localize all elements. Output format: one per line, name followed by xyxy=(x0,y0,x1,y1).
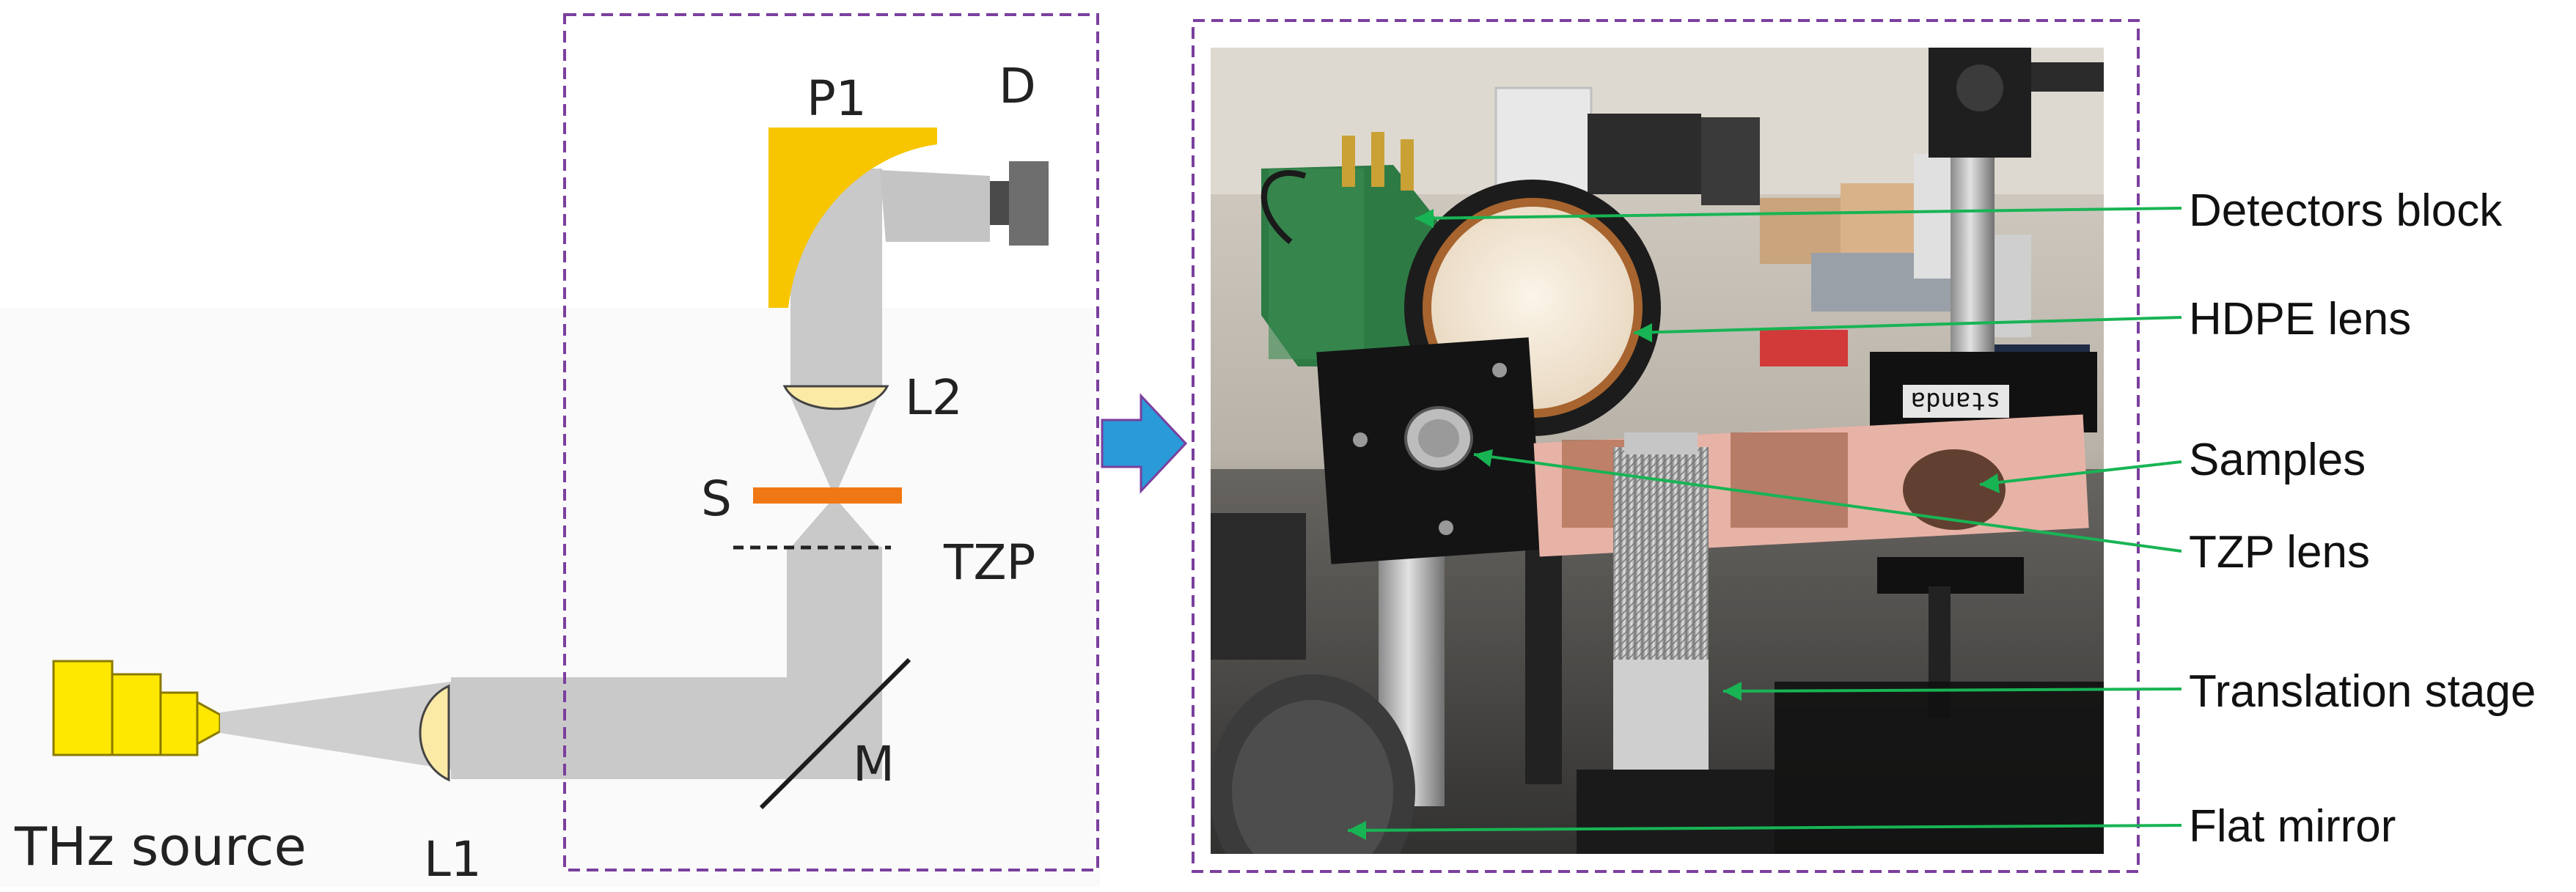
beam-vertical-up xyxy=(787,547,882,686)
lens-l1 xyxy=(419,684,450,782)
beam-collimated-horizontal xyxy=(451,677,882,779)
callout-translation-stage: Translation stage xyxy=(2189,666,2536,717)
leader-detectors-block xyxy=(1414,207,2182,220)
beam-to-detector xyxy=(880,170,990,242)
label-p1: P1 xyxy=(807,70,867,127)
label-thz-source: THz source xyxy=(14,816,307,877)
callout-detectors-block: Detectors block xyxy=(2189,185,2503,236)
leader-translation-stage xyxy=(1722,688,2182,693)
right-arrow-icon xyxy=(1101,393,1188,494)
label-l1: L1 xyxy=(424,831,482,888)
callout-leaders xyxy=(1347,207,2182,832)
thz-source-icon xyxy=(52,660,221,756)
label-d: D xyxy=(999,58,1036,114)
beam-detector-taper xyxy=(880,170,990,242)
leader-samples xyxy=(1979,460,2182,486)
label-s: S xyxy=(701,471,732,527)
label-l2: L2 xyxy=(905,369,963,426)
label-m: M xyxy=(853,736,895,792)
beam-upper-cone xyxy=(787,388,882,497)
leader-flat-mirror xyxy=(1347,824,2182,832)
flat-mirror-m xyxy=(759,657,911,810)
callout-tzp-lens: TZP lens xyxy=(2189,527,2370,578)
callout-hdpe-lens: HDPE lens xyxy=(2189,294,2411,344)
callout-samples: Samples xyxy=(2189,435,2366,485)
parabolic-mirror-p1 xyxy=(768,128,937,308)
leader-hdpe-lens xyxy=(1633,316,2182,334)
schematic-dashed-frame xyxy=(563,13,1099,871)
schematic-background xyxy=(0,308,1100,887)
beam-focus-cone xyxy=(787,497,882,552)
standa-label: standa xyxy=(1911,386,2001,416)
setup-photo: standa xyxy=(1211,48,2104,854)
detector-d-icon xyxy=(990,161,1049,246)
schematic: P1 D L2 S TZP M L1 THz source xyxy=(0,58,1100,888)
callout-flat-mirror: Flat mirror xyxy=(2189,801,2396,852)
beam-diverging xyxy=(220,682,451,770)
label-tzp: TZP xyxy=(943,534,1035,591)
sample-s xyxy=(753,487,902,504)
lens-l2 xyxy=(782,385,889,410)
callout-arrowheads xyxy=(1348,209,2000,840)
leader-tzp-lens xyxy=(1473,453,2182,553)
